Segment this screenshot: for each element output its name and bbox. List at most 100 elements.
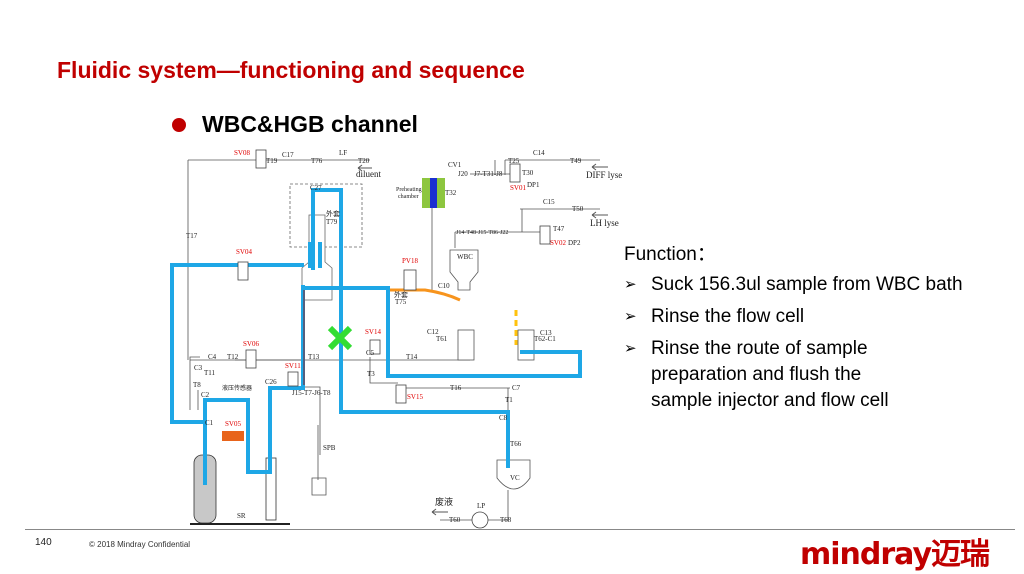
page-number: 140: [35, 537, 52, 548]
function-list: ➢ Suck 156.3ul sample from WBC bath ➢ Rins…: [624, 272, 963, 414]
label: T66: [510, 440, 522, 448]
label: J20: [458, 170, 468, 178]
vacuum-chamber: [496, 459, 531, 490]
label: C26: [265, 378, 277, 386]
function-item-text: Rinse the route of sample preparation an…: [651, 338, 889, 411]
label: C14: [533, 149, 545, 157]
label-sv08: SV08: [234, 149, 250, 157]
label: T19: [266, 157, 278, 165]
label: C2: [201, 391, 210, 399]
count-chamber-2: [517, 329, 535, 361]
label: T60: [449, 516, 461, 524]
count-chamber-1: [457, 329, 475, 361]
label: C15: [543, 198, 555, 206]
label: T13: [308, 353, 320, 361]
label: LP: [477, 502, 485, 510]
label: C12: [427, 328, 439, 336]
reagent-line: [390, 288, 461, 302]
label: T25: [508, 157, 520, 165]
label: T11: [204, 369, 216, 377]
function-item: ➢ Rinse the flow cell: [624, 304, 963, 330]
label: C1: [205, 419, 214, 427]
arrow-bullet-icon: ➢: [624, 308, 637, 325]
wbc-bath-outline: [301, 214, 333, 301]
function-item-text: Suck 156.3ul sample from WBC bath: [651, 274, 963, 295]
function-panel: Function： ➢Suck 156.3ul sample from WBC …: [624, 242, 963, 420]
label: T1: [505, 396, 513, 404]
label: T20: [358, 157, 370, 165]
label: T61: [436, 335, 448, 343]
label-diluent: diluent: [356, 169, 381, 179]
arrow-bullet-icon: ➢: [624, 276, 637, 293]
label: VC: [510, 474, 520, 482]
label-sv01: SV01: [510, 184, 526, 192]
bullet-heading: WBC&HGB channel: [172, 111, 418, 138]
label: T17: [186, 232, 198, 240]
valves: [237, 149, 551, 404]
label: T50: [572, 205, 584, 213]
label: J15-T7-J6-T8: [292, 389, 331, 397]
label: C13: [540, 329, 552, 337]
label: J7-T31-J8: [474, 170, 503, 178]
label: C7: [512, 384, 521, 392]
label: J14-T48-J15-T86-J22: [456, 230, 508, 236]
label: T49: [570, 157, 582, 165]
slide-title: Fluidic system—functioning and sequence: [57, 57, 525, 83]
label: T3: [367, 370, 375, 378]
label: T76: [311, 157, 323, 165]
label: T30: [522, 169, 534, 177]
label: C5: [366, 349, 375, 357]
label-sv05: SV05: [225, 420, 241, 428]
label: T14: [406, 353, 418, 361]
block-x-icon: [327, 325, 353, 351]
label: chamber: [398, 194, 419, 200]
inlet-arrows: [357, 163, 608, 516]
label: CV1: [448, 161, 462, 169]
label: T75: [395, 298, 407, 306]
label: C4: [208, 353, 217, 361]
label: SPB: [323, 444, 336, 452]
label-diff-lyse: DIFF lyse: [586, 170, 622, 180]
wbc-bath: [449, 249, 479, 291]
label-sv15: SV15: [407, 393, 423, 401]
sv05-valve-active: [222, 431, 244, 441]
label-sv02: SV02: [550, 239, 566, 247]
label-pv18: PV18: [402, 257, 418, 265]
preheating-core: [430, 178, 437, 208]
label-sv14: SV14: [365, 328, 381, 336]
diagram-labels: SV08 T19 C17 T76 LF T20 diluent C27 外套 T…: [186, 149, 622, 524]
mindray-logo: mindray迈瑞: [800, 537, 990, 572]
label: C17: [282, 151, 294, 159]
label: T68: [500, 516, 512, 524]
label-sv11: SV11: [285, 362, 301, 370]
label: T32: [445, 189, 457, 197]
label: C10: [438, 282, 450, 290]
copyright: © 2018 Mindray Confidential: [89, 540, 191, 549]
label-lh-lyse: LH lyse: [590, 218, 619, 228]
label-waste: 废液: [435, 496, 453, 507]
label: T8: [193, 381, 201, 389]
label: SR: [237, 512, 246, 520]
arrow-bullet-icon: ➢: [624, 340, 637, 357]
label: T62-C1: [534, 335, 556, 343]
function-item: ➢ Suck 156.3ul sample from WBC bath: [624, 272, 963, 298]
function-item: ➢ Rinse the route of sample preparation a…: [624, 336, 891, 414]
label: C8: [499, 414, 508, 422]
label: 外套: [326, 209, 340, 218]
label-sv04: SV04: [236, 248, 252, 256]
waste-pump: [471, 511, 489, 529]
label-sv06: SV06: [243, 340, 259, 348]
bullet-dot-icon: [172, 117, 186, 132]
label: T47: [553, 225, 565, 233]
label: T12: [227, 353, 239, 361]
footer-divider: [25, 529, 1015, 530]
label: C3: [194, 364, 203, 372]
label: LF: [339, 149, 347, 157]
label: C27: [310, 184, 322, 192]
label: WBC: [457, 253, 473, 261]
function-item-text: Rinse the flow cell: [651, 306, 805, 327]
label: T16: [450, 384, 462, 392]
bath-enclosure: [289, 183, 363, 248]
label: 外套: [394, 290, 408, 299]
